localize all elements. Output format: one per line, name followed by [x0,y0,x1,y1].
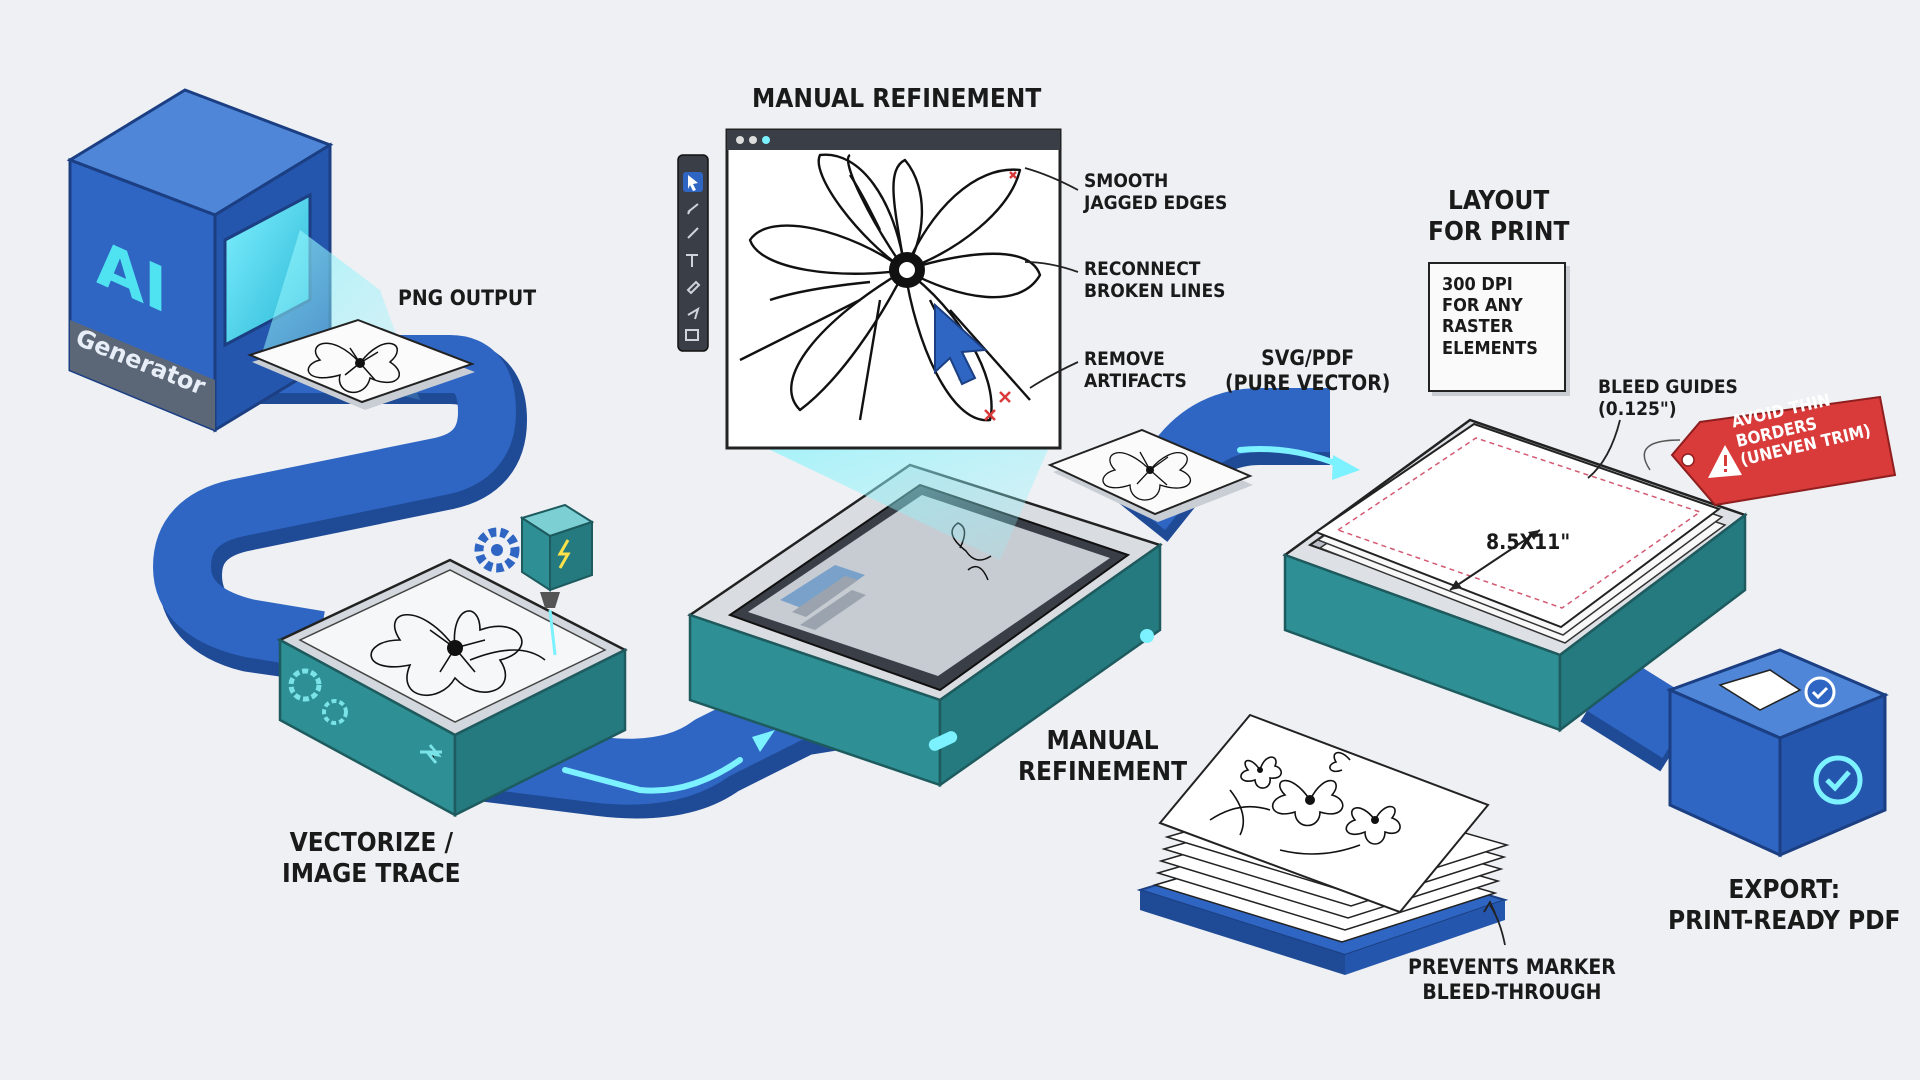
coloring-page-stack [1136,713,1510,975]
bleed-guides-label: BLEED GUIDES(0.125") [1598,376,1738,421]
png-output-card [247,318,475,410]
svg-pdf-label: SVG/PDF(PURE VECTOR) [1225,346,1391,395]
export-box [1665,648,1889,858]
laser-tool [474,503,595,656]
export-label: EXPORT:PRINT-READY PDF [1668,875,1901,936]
warning-tag [1643,395,1897,507]
manual-refinement-title: MANUAL REFINEMENT [752,84,1042,114]
svg-output-card [1047,428,1253,522]
page-size-label: 8.5x11" [1486,530,1571,554]
png-output-label: PNG OUTPUT [398,286,537,310]
refinement-tablet-station [687,463,1163,788]
refinement-leaders [1024,167,1079,389]
vectorize-label: VECTORIZE /IMAGE TRACE [282,828,461,889]
refinement-beam [760,445,1050,560]
refinement-window [677,128,1062,450]
bleed-leader [1587,419,1621,479]
vectorize-machine [277,558,628,818]
layout-printer [1282,418,1748,733]
